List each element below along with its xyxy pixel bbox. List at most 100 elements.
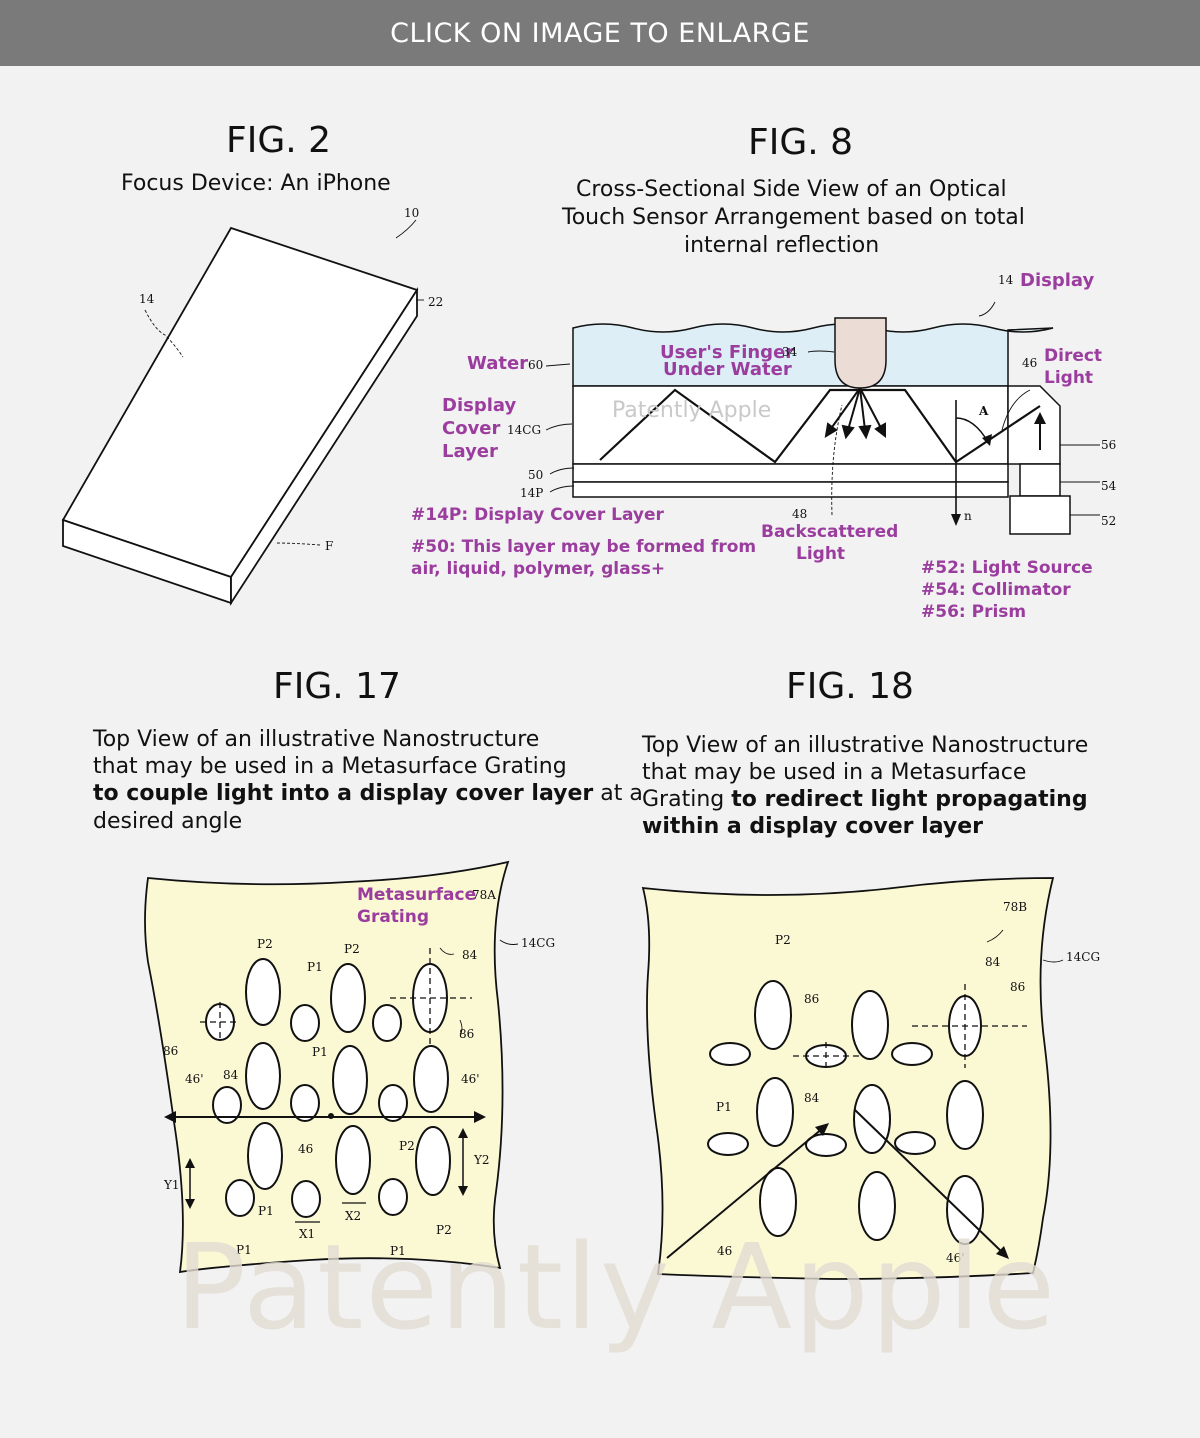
fig18-nanostructure-drawing xyxy=(641,877,1064,1280)
fig18-84-b: 84 xyxy=(804,1091,820,1105)
fig8-num-54: 54 xyxy=(1101,479,1117,493)
fig8-note-50-line2: air, liquid, polymer, glass+ xyxy=(411,559,666,579)
fig8-backscatter-label-1: Backscattered xyxy=(761,522,899,542)
fig8-backscatter-label-2: Light xyxy=(796,544,846,564)
fig17-86-b: 86 xyxy=(459,1027,475,1041)
fig18-46p: 46' xyxy=(946,1251,965,1265)
fig18-sheet xyxy=(641,877,1055,1280)
fig17-num-78a: 78A xyxy=(472,888,496,902)
fig8-water-label: Water xyxy=(467,353,529,374)
fig17-46p-a: 46' xyxy=(185,1072,204,1086)
phone-top-face xyxy=(61,226,419,579)
fig8-num-50: 50 xyxy=(528,468,544,482)
enlarge-banner[interactable]: CLICK ON IMAGE TO ENLARGE xyxy=(0,0,1200,66)
fig17-sheet xyxy=(144,860,510,1274)
fig17-46: 46 xyxy=(298,1142,314,1156)
fig17-p1-d: P1 xyxy=(236,1243,252,1257)
fig18-num-78b: 78B xyxy=(1003,900,1028,914)
layer-50 xyxy=(572,463,1009,483)
fig8-caption-3: internal reflection xyxy=(684,233,880,258)
fig8-direct-label-1: Direct xyxy=(1044,346,1103,366)
fig8-finger-label-2: Under Water xyxy=(663,359,792,380)
fig17-num-14cg: 14CG xyxy=(521,936,556,950)
fig17-p1-a: P1 xyxy=(307,960,323,974)
fig17-84-b: 84 xyxy=(223,1068,239,1082)
fig8-legend-56: #56: Prism xyxy=(921,602,1027,622)
fig17-caption-3-bold: to couple light into a display cover lay… xyxy=(93,781,594,806)
fig18-title: FIG. 18 xyxy=(786,666,914,707)
fig2-label-F: F xyxy=(325,539,334,553)
fig18-46: 46 xyxy=(717,1244,733,1258)
fig17-p2-d: P2 xyxy=(436,1223,452,1237)
fig18-86-b: 86 xyxy=(804,992,820,1006)
fig18-86-a: 86 xyxy=(1010,980,1026,994)
fig8-legend-52: #52: Light Source xyxy=(921,558,1093,578)
fig17-p2-b: P2 xyxy=(344,942,360,956)
fig8-legend-54: #54: Collimator xyxy=(921,580,1071,600)
fig2-title: FIG. 2 xyxy=(226,120,332,161)
fig18-caption-2: that may be used in a Metasurface xyxy=(642,760,1027,785)
fig8-note-50-line1: #50: This layer may be formed from xyxy=(411,537,757,557)
fig8-caption-1: Cross-Sectional Side View of an Optical xyxy=(576,177,1007,202)
fig2-label-10: 10 xyxy=(404,206,420,220)
fig8-display-label: Display xyxy=(1020,270,1095,291)
fig8-dcl-label-1: Display xyxy=(442,395,517,416)
fig17-46p-b: 46' xyxy=(461,1072,480,1086)
fig8-num-A: A xyxy=(979,404,989,418)
fig8-direct-num: 46 xyxy=(1022,356,1038,370)
fig17-x2: X2 xyxy=(345,1209,362,1223)
tir-ray xyxy=(599,388,1041,464)
fig17-p1-b: P1 xyxy=(312,1045,328,1059)
fig8-water-num: 60 xyxy=(528,358,544,372)
fig8-title: FIG. 8 xyxy=(748,122,854,163)
fig18-caption-1: Top View of an illustrative Nanostructur… xyxy=(642,733,1089,758)
fig8-display-num: 14 xyxy=(998,273,1014,287)
fig8-note-14p: #14P: Display Cover Layer xyxy=(411,505,664,525)
fig8-finger-num: 34 xyxy=(782,345,798,359)
fig18-p2: P2 xyxy=(775,933,791,947)
fig8-num-14p: 14P xyxy=(520,486,544,500)
fig8-dcl-num: 14CG xyxy=(507,423,542,437)
fig8-num-52: 52 xyxy=(1101,514,1117,528)
prism xyxy=(1007,385,1061,465)
fig17-86-a: 86 xyxy=(163,1044,179,1058)
fig17-nanostructure-drawing xyxy=(144,860,519,1274)
fig18-caption-4-bold: within a display cover layer xyxy=(642,814,983,839)
fig18-caption-3-bold: to redirect light propagating xyxy=(731,787,1088,812)
fig17-p2-a: P2 xyxy=(257,937,273,951)
fig17-caption-3-rest: at a xyxy=(593,781,643,806)
fig17-p1-c: P1 xyxy=(258,1204,274,1218)
fig17-metasurface-label-1: Metasurface xyxy=(357,885,477,905)
fig8-cross-section-drawing xyxy=(545,301,1101,535)
fig2-label-14: 14 xyxy=(139,292,155,306)
fig8-dcl-label-3: Layer xyxy=(442,441,498,462)
layer-14p xyxy=(572,481,1009,498)
fig17-y1: Y1 xyxy=(164,1178,180,1192)
collimator xyxy=(1019,463,1061,497)
fig8-finger-label-1: User's Finger xyxy=(660,342,795,363)
fig17-x1: X1 xyxy=(299,1227,316,1241)
fig8-num-n: n xyxy=(964,509,972,523)
fig18-p1: P1 xyxy=(716,1100,732,1114)
fig17-caption-1: Top View of an illustrative Nanostructur… xyxy=(93,727,540,752)
fig17-title: FIG. 17 xyxy=(273,666,401,707)
fig17-caption-2: that may be used in a Metasurface Gratin… xyxy=(93,754,567,779)
fig17-metasurface-label-2: Grating xyxy=(357,907,430,927)
fig17-y2: Y2 xyxy=(474,1153,490,1167)
fig8-direct-label-2: Light xyxy=(1044,368,1094,388)
fig18-84-a: 84 xyxy=(985,955,1001,969)
water-layer xyxy=(572,323,1054,387)
light-source xyxy=(1009,495,1071,535)
fig8-caption-2: Touch Sensor Arrangement based on total xyxy=(562,205,1025,230)
fig18-caption-4: within a display cover layer xyxy=(642,813,983,840)
fig18-caption-3-plain: Grating xyxy=(642,787,732,812)
fig17-caption-3: to couple light into a display cover lay… xyxy=(93,780,643,807)
fig17-caption-4: desired angle xyxy=(93,809,243,834)
fig18-num-14cg: 14CG xyxy=(1066,950,1101,964)
fig8-num-56: 56 xyxy=(1101,438,1117,452)
fig8-num-48: 48 xyxy=(792,507,808,521)
fig8-dcl-label-2: Cover xyxy=(442,418,501,439)
fig18-caption-3: Grating to redirect light propagating xyxy=(642,786,1088,813)
cover-layer xyxy=(572,385,1009,465)
fig17-p1-e: P1 xyxy=(390,1244,406,1258)
